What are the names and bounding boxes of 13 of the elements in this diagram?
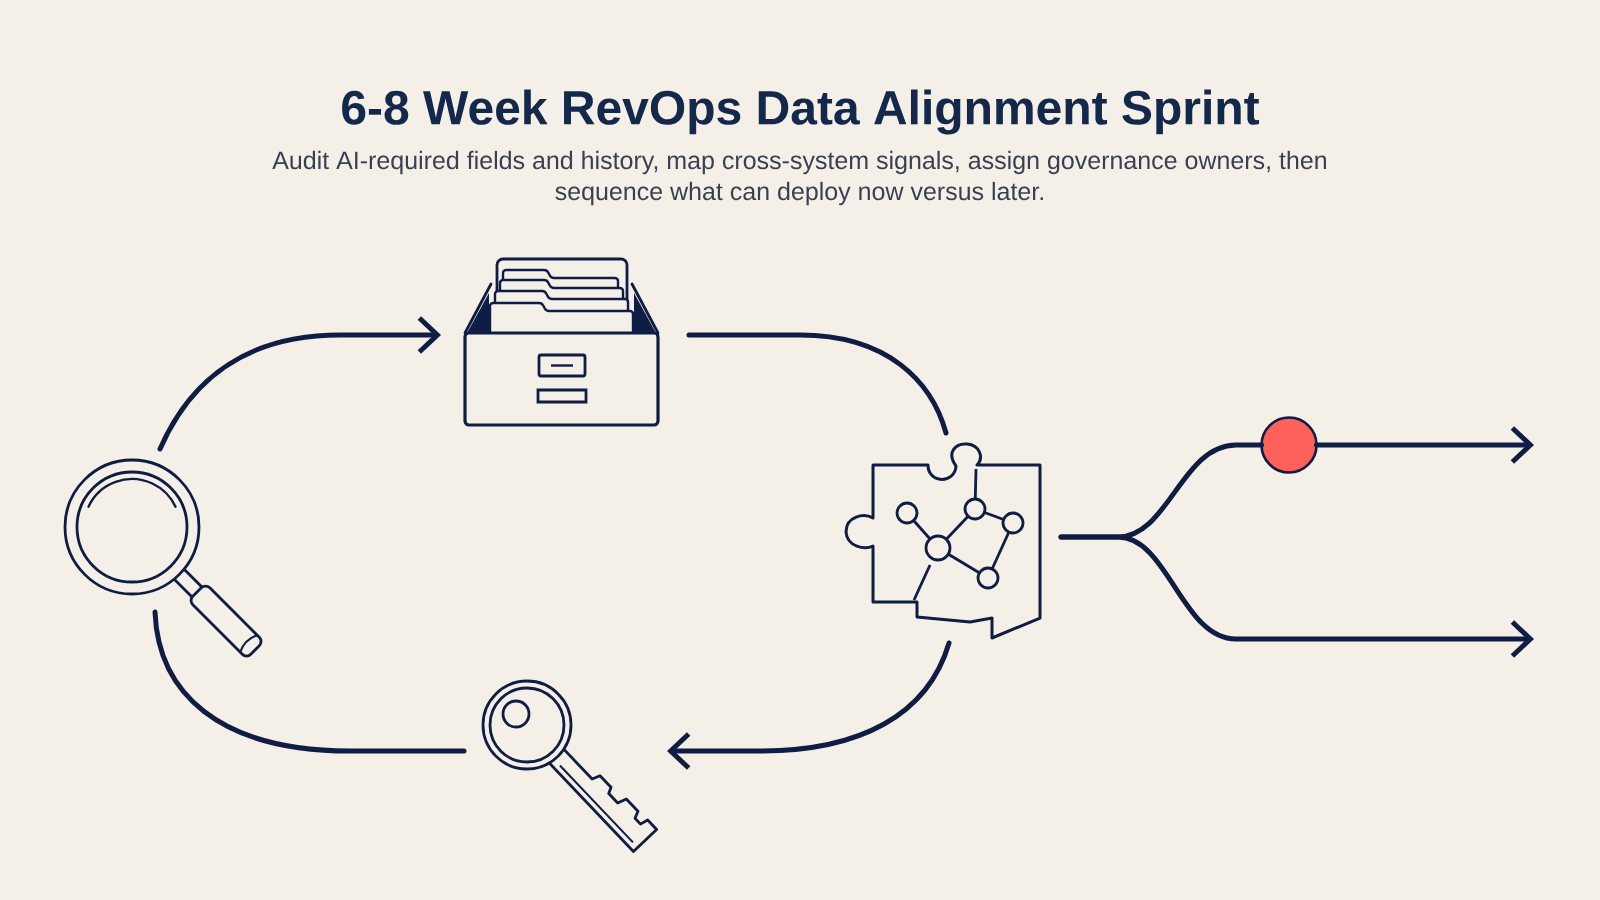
connector-line	[686, 332, 949, 436]
arrow	[157, 316, 441, 452]
key-icon	[481, 679, 659, 853]
connector-line	[152, 609, 467, 754]
subtitle: Audit AI-required fields and history, map cross-system signals, assign governance owners, then sequence what can deploy now versus later.	[272, 150, 1326, 206]
arrow	[1058, 534, 1535, 658]
milestone-dot	[1260, 416, 1318, 474]
file-drawer-icon	[463, 257, 660, 427]
arrow	[1314, 426, 1535, 464]
arrow	[667, 640, 952, 770]
puzzle-piece-icon	[844, 442, 1042, 640]
title: 6-8 Week RevOps Data Alignment Sprint	[342, 89, 1260, 135]
magnifying-glass-icon	[63, 458, 263, 658]
